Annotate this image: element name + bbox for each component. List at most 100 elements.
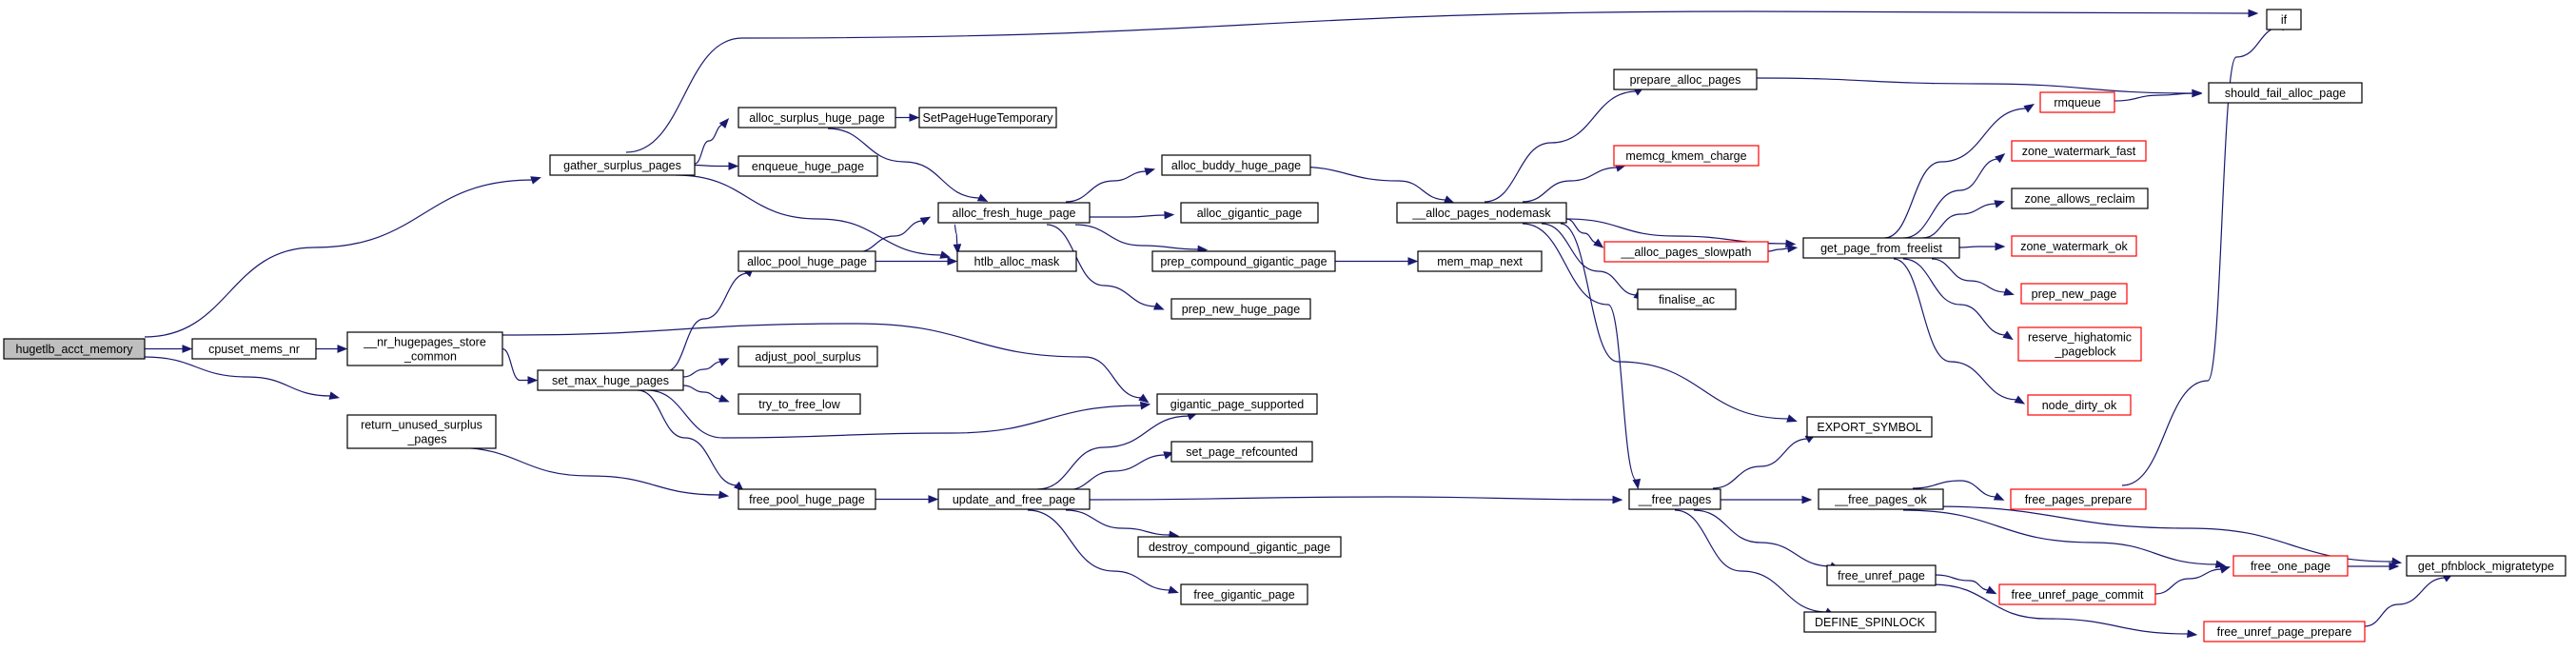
node-nr-hugepages-store-common[interactable]: __nr_hugepages_store_common [346,331,503,366]
node-rmqueue[interactable]: rmqueue [2039,91,2115,113]
node-zone-watermark-fast[interactable]: zone_watermark_fast [2011,140,2147,162]
node-zone-watermark-ok[interactable]: zone_watermark_ok [2011,235,2137,257]
node-box [2011,140,2147,162]
edge-line [1065,170,1148,203]
node-alloc-pages-slowpath[interactable]: __alloc_pages_slowpath [1603,241,1769,263]
node-alloc-pages-nodemask[interactable]: __alloc_pages_nodemask [1396,202,1567,224]
node-update-and-free-page[interactable]: update_and_free_page [937,488,1091,510]
edge-n31-n30 [1712,434,1817,489]
node-if[interactable]: if [2266,9,2302,30]
node-label: return_unused_surplus [361,419,482,432]
node-try-to-free-low[interactable]: try_to_free_low [737,393,861,415]
node-label: __free_pages_ok [1834,493,1927,506]
node-gigantic-page-supported[interactable]: gigantic_page_supported [1156,393,1318,415]
node-finalise-ac[interactable]: finalise_ac [1637,288,1737,310]
edge-n34-n48 [1931,583,2198,639]
node-get-page-from-freelist[interactable]: get_page_from_freelist [1802,237,1960,259]
edge-n5-n9 [682,358,730,378]
node-label: __alloc_pages_nodemask [1411,207,1551,220]
node-prep-new-page[interactable]: prep_new_page [2020,283,2128,305]
edge-n34-n46 [1935,574,1997,595]
node-box [2232,555,2349,577]
node-mem-map-next[interactable]: mem_map_next [1417,250,1543,272]
edge-arrowhead [718,117,730,128]
node-export-symbol[interactable]: EXPORT_SYMBOL [1806,416,1933,438]
edge-n6-n12 [895,113,920,122]
node-zone-allows-reclaim[interactable]: zone_allows_reclaim [2011,188,2149,209]
node-prep-compound-gigantic-page[interactable]: prep_compound_gigantic_page [1151,250,1336,272]
node-free-unref-page-prepare[interactable]: free_unref_page_prepare [2203,621,2366,642]
edge-line [675,174,943,256]
node-box [2011,235,2137,257]
edge-arrowhead [718,394,730,403]
edge-n8-n14 [875,257,958,266]
node-free-gigantic-page[interactable]: free_gigantic_page [1180,583,1308,605]
node-box [1417,250,1543,272]
edge-line [1883,108,2028,239]
node-box [1806,416,1933,438]
node-cpuset-mems-nr[interactable]: cpuset_mems_nr [191,338,317,360]
node-label: DEFINE_SPINLOCK [1815,616,1926,629]
node-label: __alloc_pages_slowpath [1621,246,1752,259]
node-box [1637,288,1737,310]
node-label: gather_surplus_pages [563,159,681,172]
edge-arrowhead [1993,492,2005,501]
edge-n16-n31 [1089,495,1623,504]
node-free-one-page[interactable]: free_one_page [2232,555,2349,577]
edge-line [1565,218,1598,244]
node-prepare-alloc-pages[interactable]: prepare_alloc_pages [1613,69,1758,90]
edge-line [1674,509,1828,613]
edge-arrowhead [718,358,730,366]
node-adjust-pool-surplus[interactable]: adjust_pool_surplus [737,346,878,367]
node-box [737,488,876,510]
node-setpagehugetemporary[interactable]: SetPageHugeTemporary [918,107,1057,128]
node-node-dirty-ok[interactable]: node_dirty_ok [2027,394,2132,416]
node-box [191,338,317,360]
node-label: update_and_free_page [953,493,1075,506]
node-label: cpuset_mems_nr [208,343,300,356]
node-should-fail-alloc-page[interactable]: should_fail_alloc_page [2208,82,2363,104]
edge-arrowhead [939,250,951,259]
node-free-pages-ok[interactable]: __free_pages_ok [1818,488,1944,510]
node-enqueue-huge-page[interactable]: enqueue_huge_page [737,155,878,177]
edge-arrowhead [976,193,989,203]
edge-arrowhead [2219,565,2231,574]
node-label: prepare_alloc_pages [1630,73,1741,87]
node-free-unref-page[interactable]: free_unref_page [1826,564,1937,586]
node-free-pool-huge-page[interactable]: free_pool_huge_page [737,488,876,510]
node-reserve-highatomic-pageblock[interactable]: reserve_highatomic_pageblock [2017,326,2142,362]
node-free-unref-page-commit[interactable]: free_unref_page_commit [1998,583,2156,605]
node-destroy-compound-gigantic-page[interactable]: destroy_compound_gigantic_page [1137,536,1342,558]
node-box [737,346,878,367]
node-htlb-alloc-mask[interactable]: htlb_alloc_mask [956,250,1077,272]
edge-arrowhead [2002,330,2014,341]
node-alloc-buddy-huge-page[interactable]: alloc_buddy_huge_page [1161,154,1311,176]
node-label: free_one_page [2251,560,2330,573]
edge-line [1931,505,2394,563]
node-alloc-fresh-huge-page[interactable]: alloc_fresh_huge_page [937,202,1091,224]
node-prep-new-huge-page[interactable]: prep_new_huge_page [1170,298,1311,320]
edge-n2-n6 [694,117,730,165]
node-define-spinlock[interactable]: DEFINE_SPINLOCK [1803,611,1937,633]
node-return-unused-surplus-pages[interactable]: return_unused_surplus_pages [346,414,497,449]
node-hugetlb-acct-memory[interactable]: hugetlb_acct_memory [3,338,146,360]
edge-line [144,179,534,338]
node-gather-surplus-pages[interactable]: gather_surplus_pages [549,154,696,176]
node-memcg-kmem-charge[interactable]: memcg_kmem_charge [1613,145,1760,167]
node-alloc-gigantic-page[interactable]: alloc_gigantic_page [1180,202,1319,224]
node-get-pfnblock-migratetype[interactable]: get_pfnblock_migratetype [2406,555,2566,577]
edge-arrowhead [909,113,920,122]
node-set-max-huge-pages[interactable]: set_max_huge_pages [537,369,684,391]
edge-line [1902,258,2007,336]
edge-line [694,164,730,168]
node-box [346,331,503,366]
node-box [1161,154,1311,176]
node-free-pages[interactable]: __free_pages [1628,488,1721,510]
edge-line [1767,247,1790,252]
node-set-page-refcounted[interactable]: set_page_refcounted [1170,441,1313,463]
node-alloc-surplus-huge-page[interactable]: alloc_surplus_huge_page [737,107,896,128]
node-box [737,250,876,272]
edge-line [1036,415,1190,490]
node-alloc-pool-huge-page[interactable]: alloc_pool_huge_page [737,250,876,272]
node-free-pages-prepare[interactable]: free_pages_prepare [2010,488,2147,510]
